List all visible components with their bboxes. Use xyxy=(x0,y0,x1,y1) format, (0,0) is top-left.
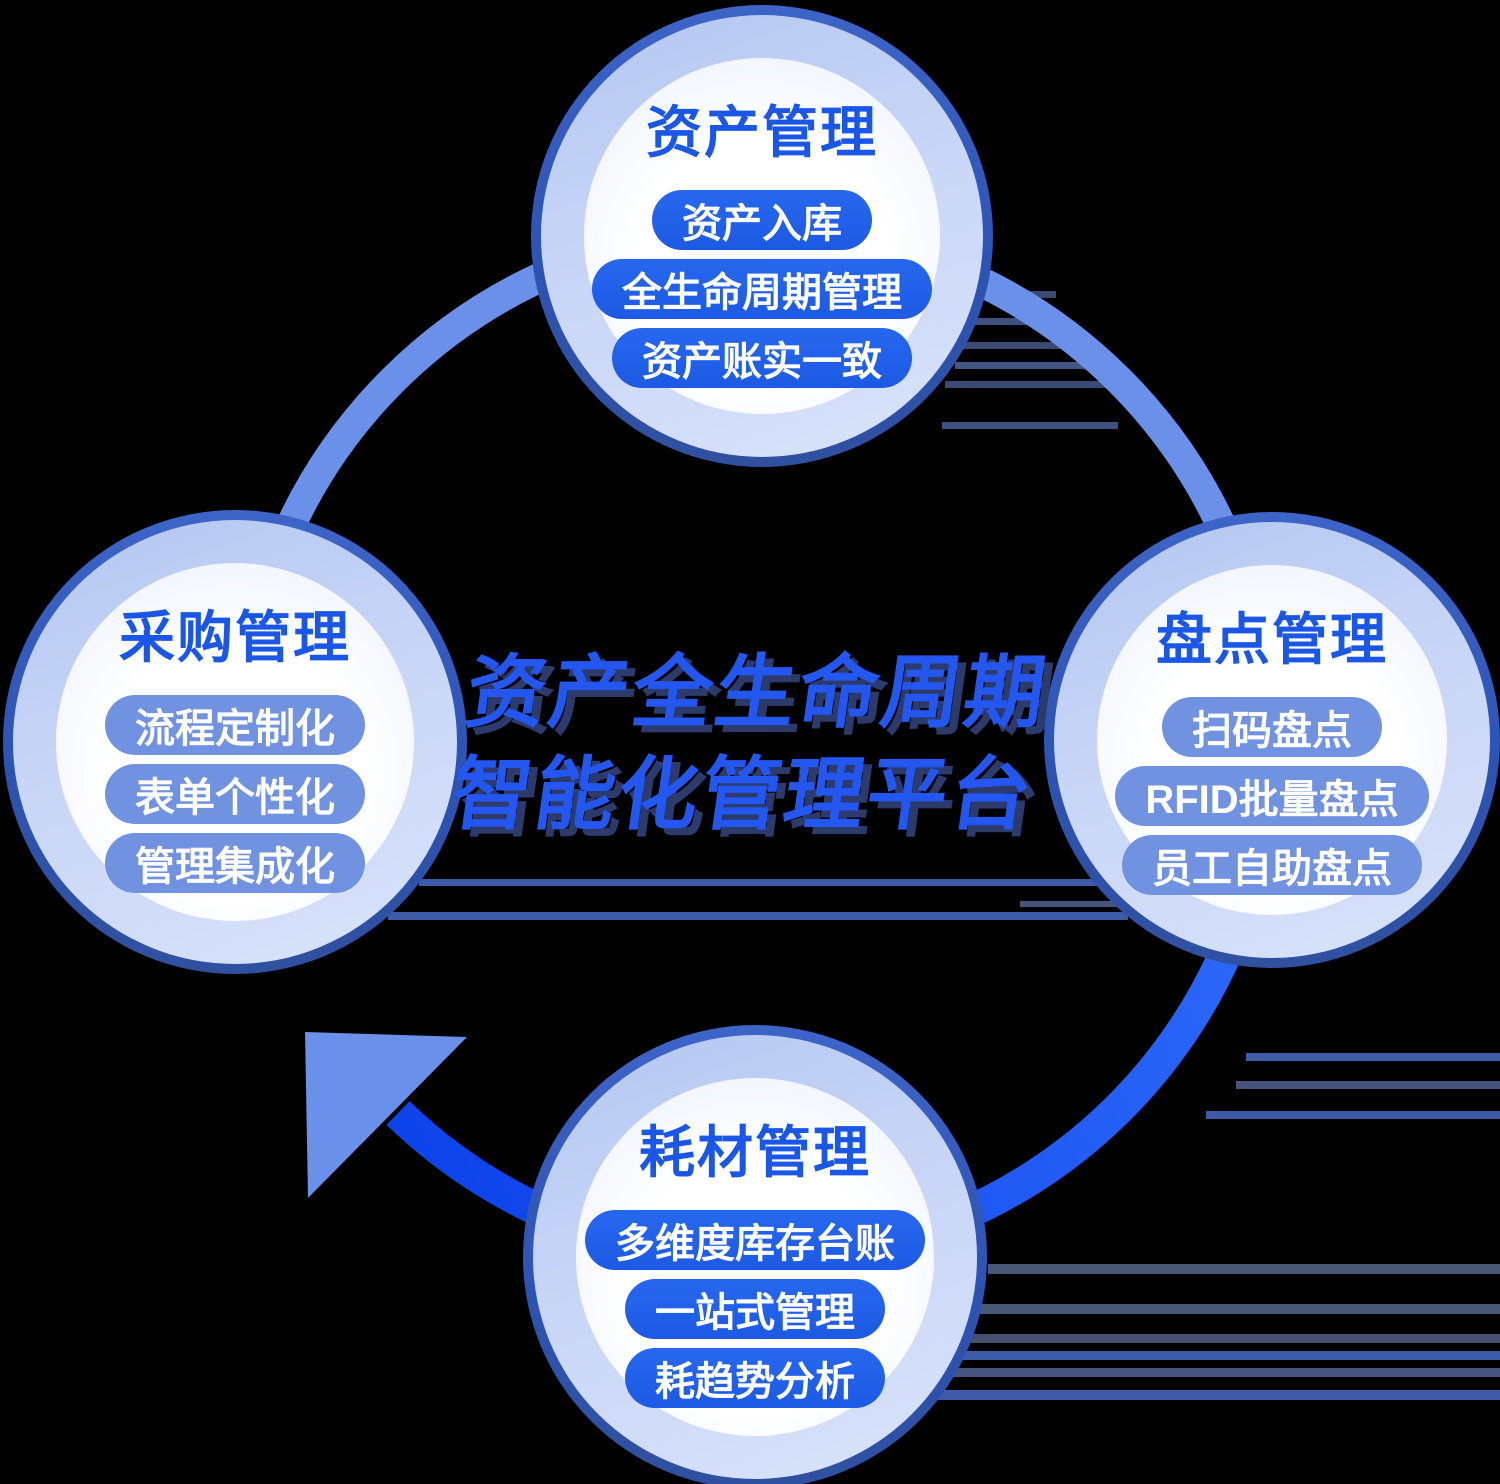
center-headline: 资产全生命周期 智能化管理平台 xyxy=(0,642,1500,846)
feature-pill: 流程定制化 xyxy=(105,695,365,755)
node-inner: 耗材管理 多维度库存台账 一站式管理 耗趋势分析 xyxy=(576,1078,934,1436)
feature-pill: 扫码盘点 xyxy=(1161,697,1382,757)
node-inner: 资产管理 资产入库 全生命周期管理 资产账实一致 xyxy=(584,58,940,414)
node-title: 资产管理 xyxy=(646,101,878,164)
node-asset-management: 资产管理 资产入库 全生命周期管理 资产账实一致 xyxy=(531,5,993,467)
feature-pill: 员工自助盘点 xyxy=(1121,835,1422,895)
node-title: 耗材管理 xyxy=(639,1121,871,1184)
pill-list: 扫码盘点 RFID批量盘点 员工自助盘点 xyxy=(1115,697,1429,895)
feature-pill: 资产账实一致 xyxy=(612,328,912,388)
node-stocktake-management: 盘点管理 扫码盘点 RFID批量盘点 员工自助盘点 xyxy=(1044,512,1500,968)
feature-pill: 全生命周期管理 xyxy=(592,259,932,319)
deco-streak-lines xyxy=(388,291,1500,1400)
feature-pill: 耗趋势分析 xyxy=(625,1348,885,1408)
node-consumable-management: 耗材管理 多维度库存台账 一站式管理 耗趋势分析 xyxy=(523,1025,987,1484)
flow-arrowhead-icon xyxy=(305,1032,467,1198)
feature-pill: 资产入库 xyxy=(652,190,872,250)
pill-list: 多维度库存台账 一站式管理 耗趋势分析 xyxy=(585,1210,925,1408)
node-procurement-management: 采购管理 流程定制化 表单个性化 管理集成化 xyxy=(3,510,467,974)
node-inner: 采购管理 流程定制化 表单个性化 管理集成化 xyxy=(56,563,414,921)
feature-pill: RFID批量盘点 xyxy=(1115,766,1429,826)
node-inner: 盘点管理 扫码盘点 RFID批量盘点 员工自助盘点 xyxy=(1097,565,1447,915)
feature-pill: 一站式管理 xyxy=(625,1279,885,1339)
pill-list: 资产入库 全生命周期管理 资产账实一致 xyxy=(592,190,932,388)
feature-pill: 表单个性化 xyxy=(105,764,365,824)
feature-pill: 多维度库存台账 xyxy=(585,1210,925,1270)
pill-list: 流程定制化 表单个性化 管理集成化 xyxy=(105,695,365,893)
center-headline-line1: 资产全生命周期 xyxy=(460,648,1054,737)
node-title: 盘点管理 xyxy=(1156,608,1388,671)
center-headline-line2: 智能化管理平台 xyxy=(446,750,1040,839)
node-title: 采购管理 xyxy=(119,606,351,669)
feature-pill: 管理集成化 xyxy=(105,833,365,893)
